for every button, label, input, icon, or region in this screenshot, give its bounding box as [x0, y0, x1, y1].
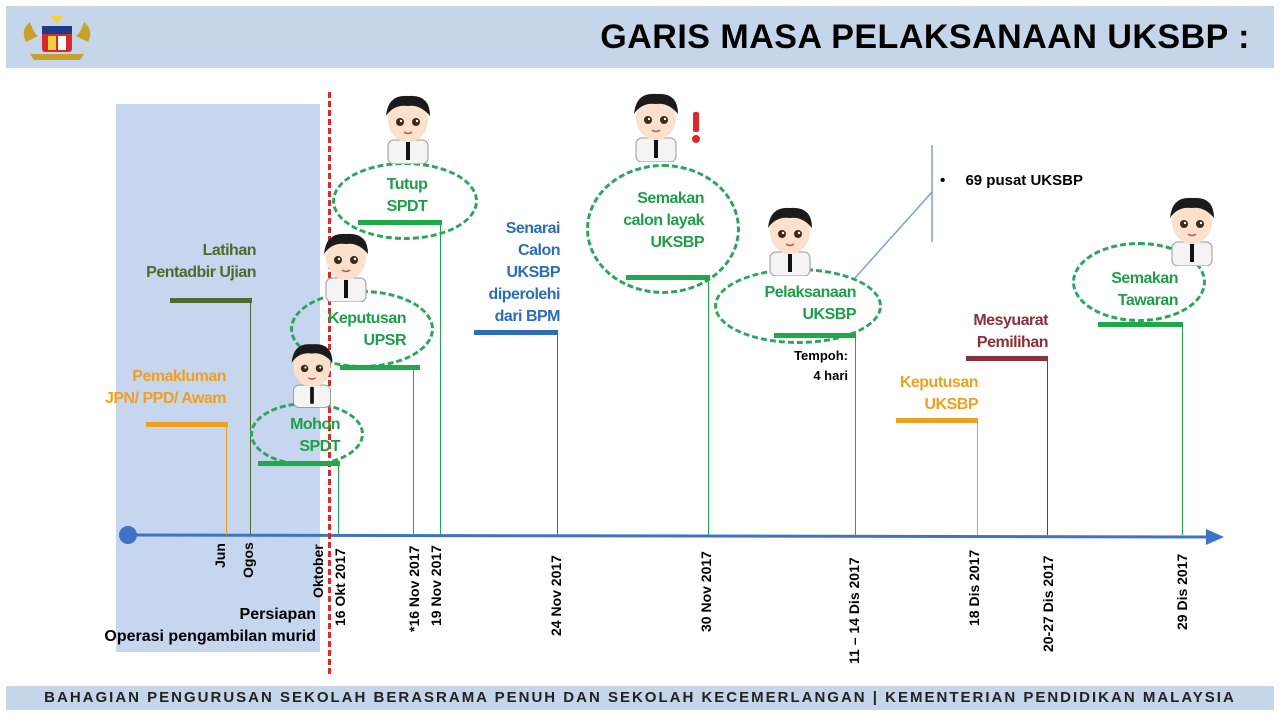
event-mesyuarat-bar: [966, 356, 1048, 361]
event-pelaksanaan-stem: [855, 333, 856, 535]
event-keputusan-uksbp-stem: [977, 418, 978, 535]
event-keputusan-upsr-bar: [340, 365, 420, 370]
cartoon-boy-icon: [1170, 197, 1214, 266]
event-senarai-bar: [474, 330, 558, 335]
event-keputusan-uksbp-bar: [896, 418, 978, 423]
event-pemakluman-stem: [226, 422, 227, 535]
cartoon-boy-icon: [768, 207, 812, 276]
event-mesyuarat-line2: Pemilihan: [976, 334, 1049, 351]
event-keputusan-upsr-stem: [413, 365, 414, 535]
event-senarai-line2: Calon: [518, 242, 560, 259]
event-semakan-calon-bar: [626, 275, 710, 280]
event-latihan-line2: Pentadbir Ujian: [146, 264, 256, 281]
callout-pusat: • 69 pusat UKSBP: [940, 172, 1083, 189]
date-16-nov: *16 Nov 2017: [406, 545, 422, 632]
event-pemakluman: Pemakluman JPN/ PPD/ Awam: [60, 366, 227, 410]
event-keputusan-uksbp-line2: UKSBP: [924, 396, 978, 413]
preparation-label: Persiapan Operasi pengambilan murid: [60, 604, 316, 648]
event-mohon: Mohon SPDT: [250, 414, 340, 458]
cartoon-boy-icon: [324, 233, 368, 302]
event-keputusan-upsr-line1: Keputusan: [327, 310, 407, 327]
event-senarai-line4: diperolehi: [488, 286, 561, 303]
callout-text: 69 pusat UKSBP: [965, 172, 1083, 189]
date-16-okt: 16 Okt 2017: [332, 548, 348, 626]
event-semakan-tawaran-line1: Semakan: [1111, 270, 1178, 287]
event-semakan-calon-line3: UKSBP: [650, 234, 704, 251]
event-latihan: Latihan Pentadbir Ujian: [90, 240, 256, 284]
event-keputusan-upsr: Keputusan UPSR: [290, 308, 407, 352]
event-pelaksanaan-duration: Tempoh: 4 hari: [760, 346, 848, 386]
page-title: GARIS MASA PELAKSANAAN UKSBP :: [600, 18, 1250, 56]
date-18-dis: 18 Dis 2017: [966, 549, 982, 626]
malaysia-crest-icon: [23, 16, 91, 60]
event-keputusan-uksbp: Keputusan UKSBP: [860, 372, 979, 416]
event-semakan-calon: Semakan calon layak UKSBP: [586, 188, 704, 254]
event-keputusan-uksbp-line1: Keputusan: [899, 374, 979, 391]
event-semakan-tawaran-oval: [1072, 242, 1206, 322]
event-semakan-tawaran: Semakan Tawaran: [1072, 268, 1178, 312]
event-pemakluman-bar: [146, 422, 228, 427]
date-30-nov: 30 Nov 2017: [698, 551, 714, 632]
date-oktober: Oktober: [310, 544, 326, 598]
event-latihan-line1: Latihan: [202, 242, 257, 259]
event-senarai-line3: UKSBP: [506, 264, 560, 281]
event-tutup-line2: SPDT: [386, 198, 428, 215]
date-19-nov: 19 Nov 2017: [428, 545, 444, 626]
event-tutup-stem: [440, 220, 441, 535]
event-semakan-tawaran-stem: [1182, 322, 1183, 535]
event-latihan-bar: [170, 298, 252, 303]
cartoon-boy-icon: [386, 95, 430, 164]
date-24-nov: 24 Nov 2017: [548, 555, 564, 636]
cartoon-boy-icon: [634, 93, 678, 162]
event-latihan-stem: [250, 298, 251, 535]
event-mesyuarat-stem: [1047, 356, 1048, 535]
event-semakan-calon-oval: [586, 164, 740, 294]
event-mohon-bar: [258, 461, 340, 466]
event-keputusan-upsr-line2: UPSR: [363, 332, 407, 349]
preparation-period: [116, 104, 320, 652]
event-senarai-line5: dari BPM: [494, 308, 561, 325]
date-jun: Jun: [212, 543, 228, 568]
event-mesyuarat-line1: Mesyuarat: [973, 312, 1048, 329]
callout-bullet: •: [940, 172, 946, 189]
cartoon-boy-icon: [291, 344, 333, 408]
exclamation-icon: [692, 112, 700, 143]
event-pelaksanaan: Pelaksanaan UKSBP: [714, 282, 857, 326]
event-semakan-calon-stem: [708, 275, 709, 535]
event-semakan-calon-line2: calon layak: [623, 212, 704, 229]
event-tutup-bar: [358, 220, 442, 225]
event-pelaksanaan-bar: [774, 333, 856, 338]
footer-banner: BAHAGIAN PENGURUSAN SEKOLAH BERASRAMA PE…: [6, 686, 1274, 710]
event-pelaksanaan-line1: Pelaksanaan: [764, 284, 857, 301]
event-mohon-line2: SPDT: [299, 438, 340, 455]
event-mohon-stem: [338, 461, 339, 535]
header-banner: GARIS MASA PELAKSANAAN UKSBP :: [6, 6, 1274, 68]
event-pemakluman-line2: JPN/ PPD/ Awam: [104, 390, 227, 407]
event-pemakluman-line1: Pemakluman: [132, 368, 226, 385]
date-ogos: Ogos: [240, 542, 256, 578]
event-semakan-calon-line1: Semakan: [637, 190, 704, 207]
event-tutup: Tutup SPDT: [362, 174, 452, 218]
event-senarai-stem: [557, 330, 558, 535]
event-mesyuarat: Mesyuarat Pemilihan: [920, 310, 1048, 354]
preparation-label-line2: Operasi pengambilan murid: [104, 628, 316, 645]
date-29-dis: 29 Dis 2017: [1174, 553, 1190, 630]
event-senarai-line1: Senarai: [505, 220, 561, 237]
date-11-14-dis: 11 – 14 Dis 2017: [846, 557, 862, 664]
event-pelaksanaan-note1: Tempoh:: [794, 348, 848, 363]
date-20-27-dis: 20-27 Dis 2017: [1040, 555, 1056, 652]
event-semakan-tawaran-bar: [1098, 322, 1182, 327]
current-date-divider: [328, 92, 331, 674]
event-tutup-line1: Tutup: [386, 176, 428, 193]
event-senarai: Senarai Calon UKSBP diperolehi dari BPM: [450, 218, 561, 328]
event-mohon-line1: Mohon: [290, 416, 340, 433]
event-pelaksanaan-note2: 4 hari: [813, 368, 848, 383]
event-pelaksanaan-line2: UKSBP: [802, 306, 856, 323]
preparation-label-line1: Persiapan: [239, 606, 316, 623]
event-semakan-tawaran-line2: Tawaran: [1117, 292, 1179, 309]
